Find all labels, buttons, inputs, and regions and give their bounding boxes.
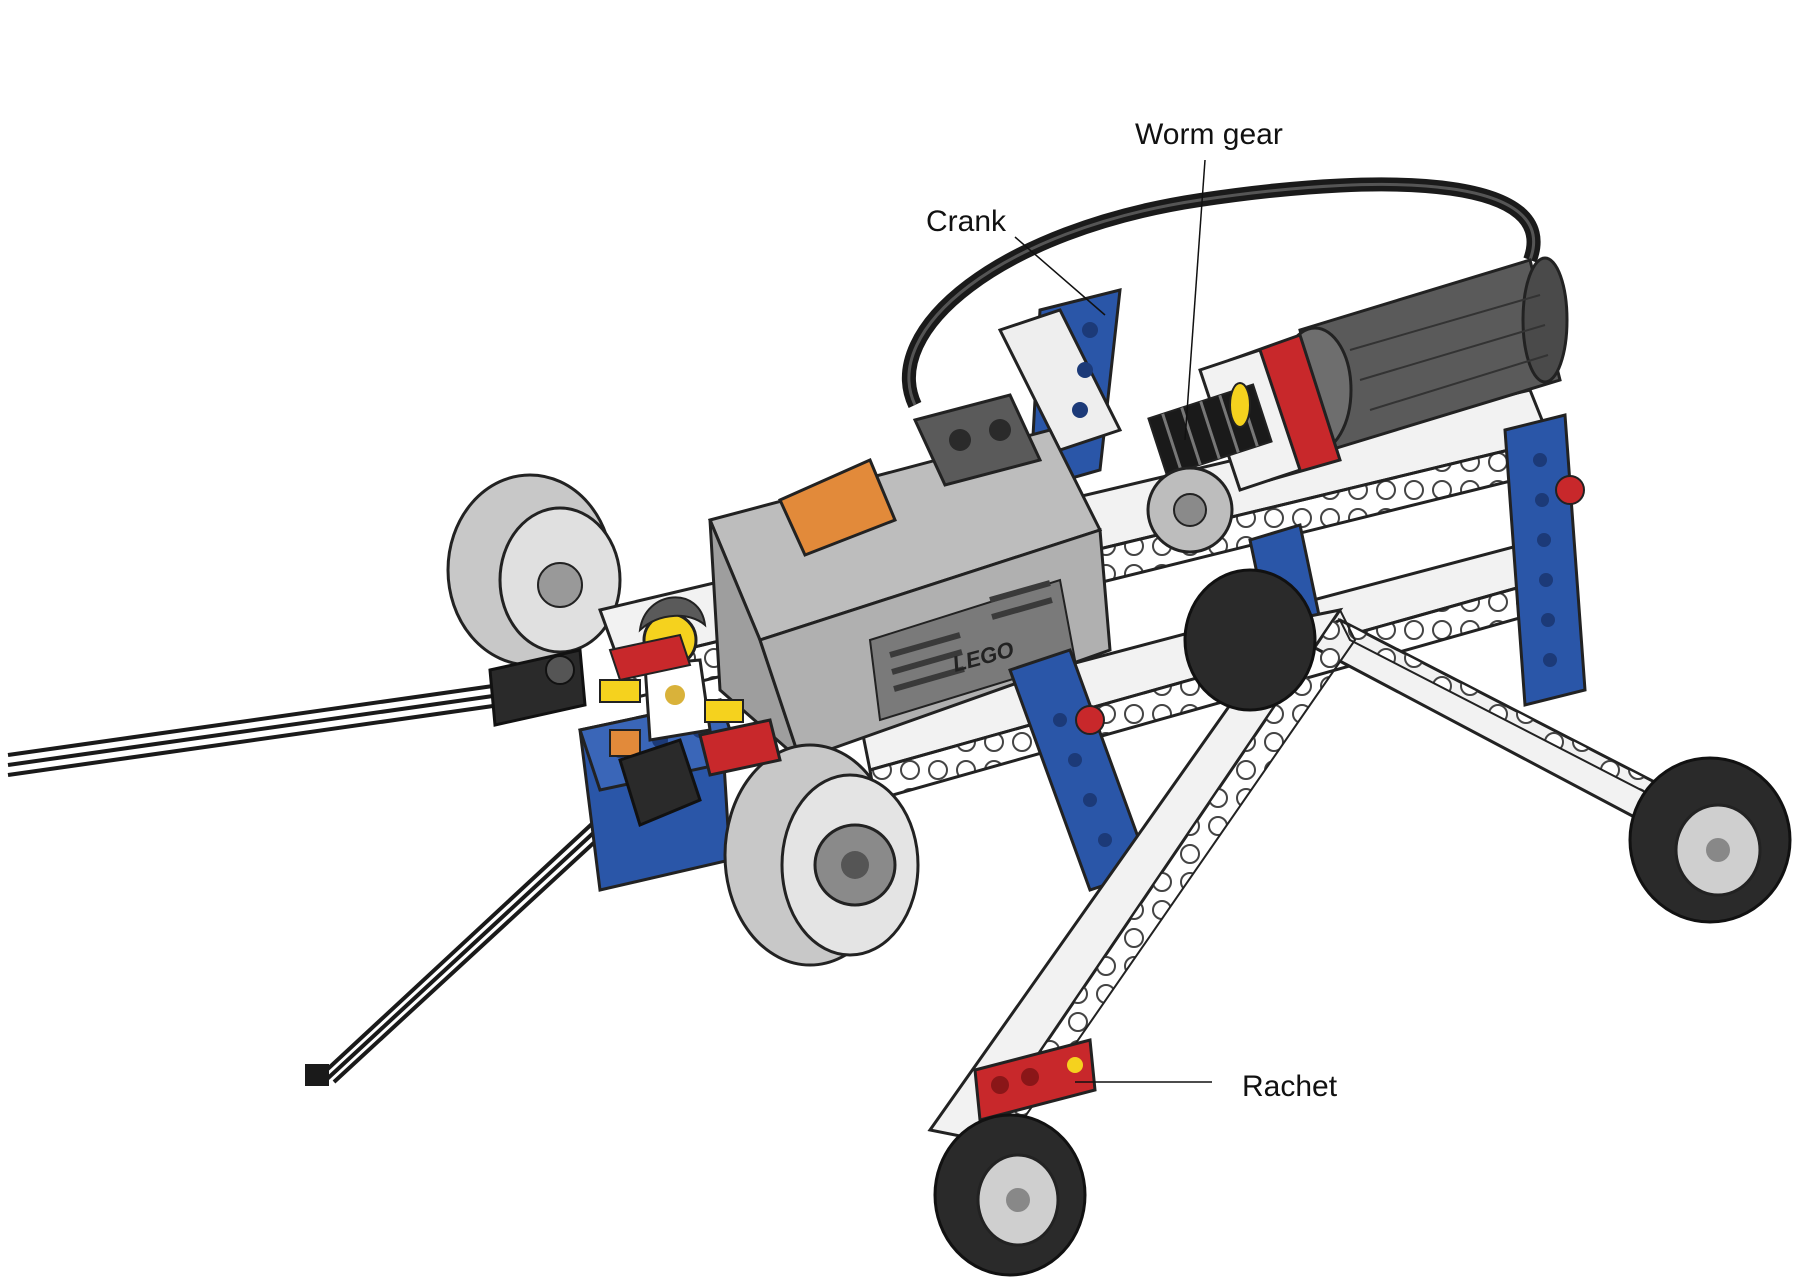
worm-gear-icon: [1147, 382, 1273, 477]
front-leg-beam: [927, 607, 1357, 1162]
rachet-icon: [973, 1038, 1097, 1122]
rachet-label: Rachet: [1242, 1070, 1338, 1103]
wheel-icon: [1183, 568, 1317, 712]
callout-lines: [1014, 159, 1212, 1083]
crank-label: Crank: [926, 205, 1007, 238]
worm-gear-label: Worm gear: [1135, 118, 1283, 151]
control-lever: [488, 633, 782, 828]
wheel-icon: [446, 473, 622, 667]
gear-icon: [1146, 466, 1234, 554]
wheel-icon: [723, 743, 920, 967]
right-rear-beam: [1296, 617, 1683, 822]
cable-plug-icon: [305, 1064, 329, 1086]
left-cables: [7, 683, 664, 1084]
battery-box-icon: LEGO: [707, 393, 1112, 765]
wheel-icon: [1628, 756, 1792, 924]
right-leg: [1503, 413, 1587, 707]
wheel-icon: [933, 1113, 1087, 1277]
